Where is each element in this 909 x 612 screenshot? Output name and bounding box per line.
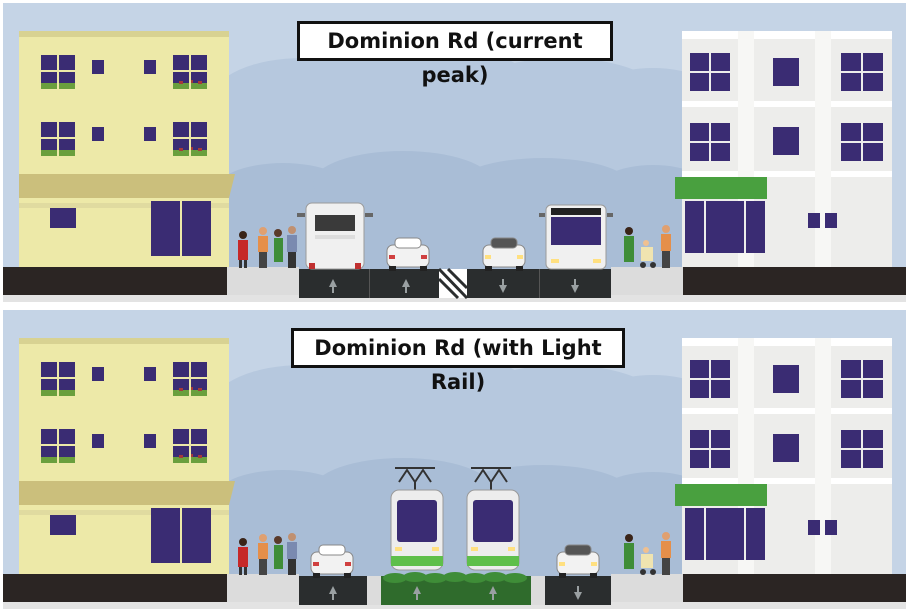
light-rail-tram-left [390, 467, 444, 571]
street-illustration-light-rail [3, 310, 906, 609]
car-rear [310, 544, 354, 578]
left-building [19, 31, 235, 271]
street-section-current: Dominion Rd (current peak) [3, 3, 906, 302]
pedestrians-left [238, 533, 297, 575]
street-illustration-current [3, 3, 906, 302]
pedestrians-right [624, 225, 671, 268]
street-section-light-rail: Dominion Rd (with Light Rail) [3, 310, 906, 609]
pedestrians-left [238, 226, 297, 268]
lane-arrows [329, 279, 579, 293]
traffic-lanes [299, 267, 611, 300]
light-rail-tram-right [466, 467, 520, 571]
bus-front [539, 204, 613, 270]
car-front [556, 544, 600, 578]
right-building [675, 31, 892, 271]
green-awning [675, 177, 767, 199]
bus-rear [297, 202, 373, 270]
panel-title-current: Dominion Rd (current peak) [297, 21, 613, 87]
panel-title-light-rail: Dominion Rd (with Light Rail) [291, 328, 625, 394]
left-building [19, 338, 235, 578]
right-building [675, 338, 892, 578]
car-rear [386, 237, 430, 271]
car-front [482, 237, 526, 271]
lane-arrows [329, 586, 582, 600]
pedestrians-right [624, 532, 671, 575]
green-awning [675, 484, 767, 506]
